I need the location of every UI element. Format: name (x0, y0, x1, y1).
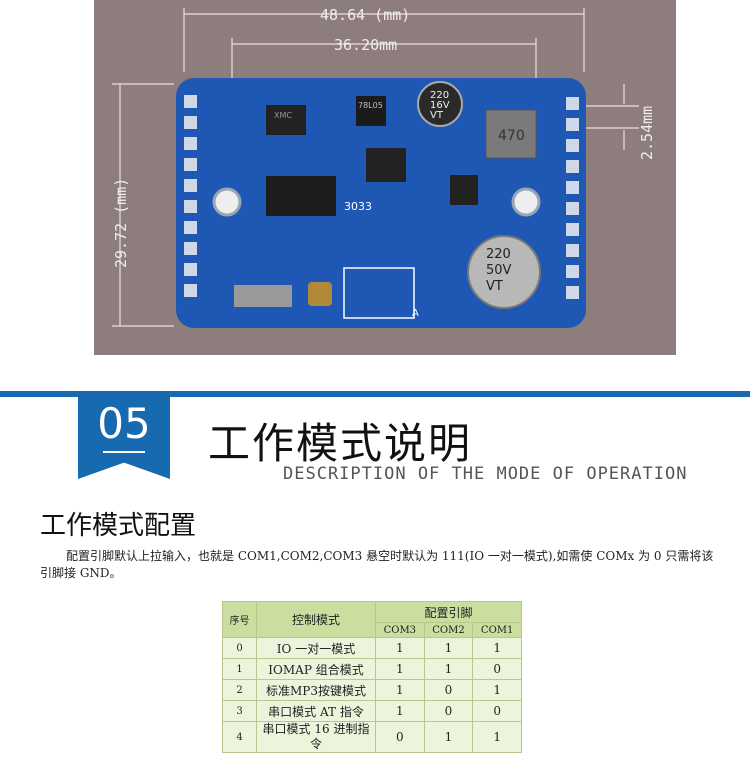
cap1-line1: 220 (430, 90, 449, 101)
row-mode: 串口模式 16 进制指令 (256, 721, 376, 753)
header-com2: COM2 (423, 622, 474, 638)
header-com3: COM3 (375, 622, 425, 638)
row-seq: 0 (222, 637, 257, 659)
regulator-label: 78L05 (358, 101, 383, 110)
header-com1: COM1 (472, 622, 522, 638)
table-row: 2 标准MP3按键模式 1 0 1 (222, 679, 522, 701)
row-seq: 2 (222, 679, 257, 701)
table-row: 1 IOMAP 组合模式 1 1 0 (222, 658, 522, 680)
row-com3: 1 (375, 658, 425, 680)
row-com3: 0 (375, 721, 425, 753)
table-row: 4 串口模式 16 进制指令 0 1 1 (222, 721, 522, 753)
section-title: 工作模式说明 (208, 419, 473, 468)
cap1-line3: VT (430, 110, 444, 121)
dim-pitch-label: 2.54mm (638, 106, 656, 160)
cap1-line2: 16V (430, 100, 450, 111)
row-com1: 1 (472, 679, 522, 701)
cap2-line2: 50V (486, 263, 512, 278)
xmc-chip-label: XMC (274, 111, 292, 120)
row-com2: 0 (423, 679, 474, 701)
row-seq: 4 (222, 721, 257, 753)
chip-label: 3033 (344, 200, 372, 213)
row-com1: 1 (472, 721, 522, 753)
row-seq: 3 (222, 700, 257, 722)
header-seq: 序号 (222, 601, 257, 638)
cap2-line1: 220 (486, 247, 511, 262)
row-mode: 标准MP3按键模式 (256, 679, 376, 701)
row-com3: 1 (375, 679, 425, 701)
row-mode: IO 一对一模式 (256, 637, 376, 659)
subsection-title: 工作模式配置 (40, 511, 197, 541)
cap2-line3: VT (486, 279, 503, 294)
board-photo: 48.64 (mm) 36.20mm 29.72 (mm) 2.54mm XMC… (94, 0, 676, 355)
dim-width-label: 48.64 (mm) (320, 6, 410, 24)
section-subtitle: DESCRIPTION OF THE MODE OF OPERATION (283, 464, 688, 484)
row-com1: 1 (472, 637, 522, 659)
pin-label: A (412, 308, 419, 319)
row-com2: 1 (423, 658, 474, 680)
table-row: 0 IO 一对一模式 1 1 1 (222, 637, 522, 659)
row-com1: 0 (472, 658, 522, 680)
header-pins: 配置引脚 (375, 601, 522, 623)
badge-underline (103, 451, 145, 453)
row-com2: 0 (423, 700, 474, 722)
section-badge: 05 (78, 397, 170, 479)
inductor-label: 470 (498, 128, 525, 144)
dim-inner-label: 36.20mm (334, 36, 397, 54)
row-seq: 1 (222, 658, 257, 680)
section-number: 05 (97, 399, 151, 448)
row-mode: IOMAP 组合模式 (256, 658, 376, 680)
row-com2: 1 (423, 637, 474, 659)
dim-height-label: 29.72 (mm) (112, 178, 130, 268)
header-mode: 控制模式 (256, 601, 376, 638)
table-row: 3 串口模式 AT 指令 1 0 0 (222, 700, 522, 722)
row-mode: 串口模式 AT 指令 (256, 700, 376, 722)
row-com2: 1 (423, 721, 474, 753)
row-com3: 1 (375, 637, 425, 659)
row-com1: 0 (472, 700, 522, 722)
config-paragraph: 配置引脚默认上拉输入，也就是 COM1,COM2,COM3 悬空时默认为 111… (40, 549, 714, 580)
section-band (0, 391, 750, 397)
row-com3: 1 (375, 700, 425, 722)
mode-config-table: 序号 控制模式 配置引脚 COM3 COM2 COM1 0 IO 一对一模式 1… (222, 601, 522, 753)
